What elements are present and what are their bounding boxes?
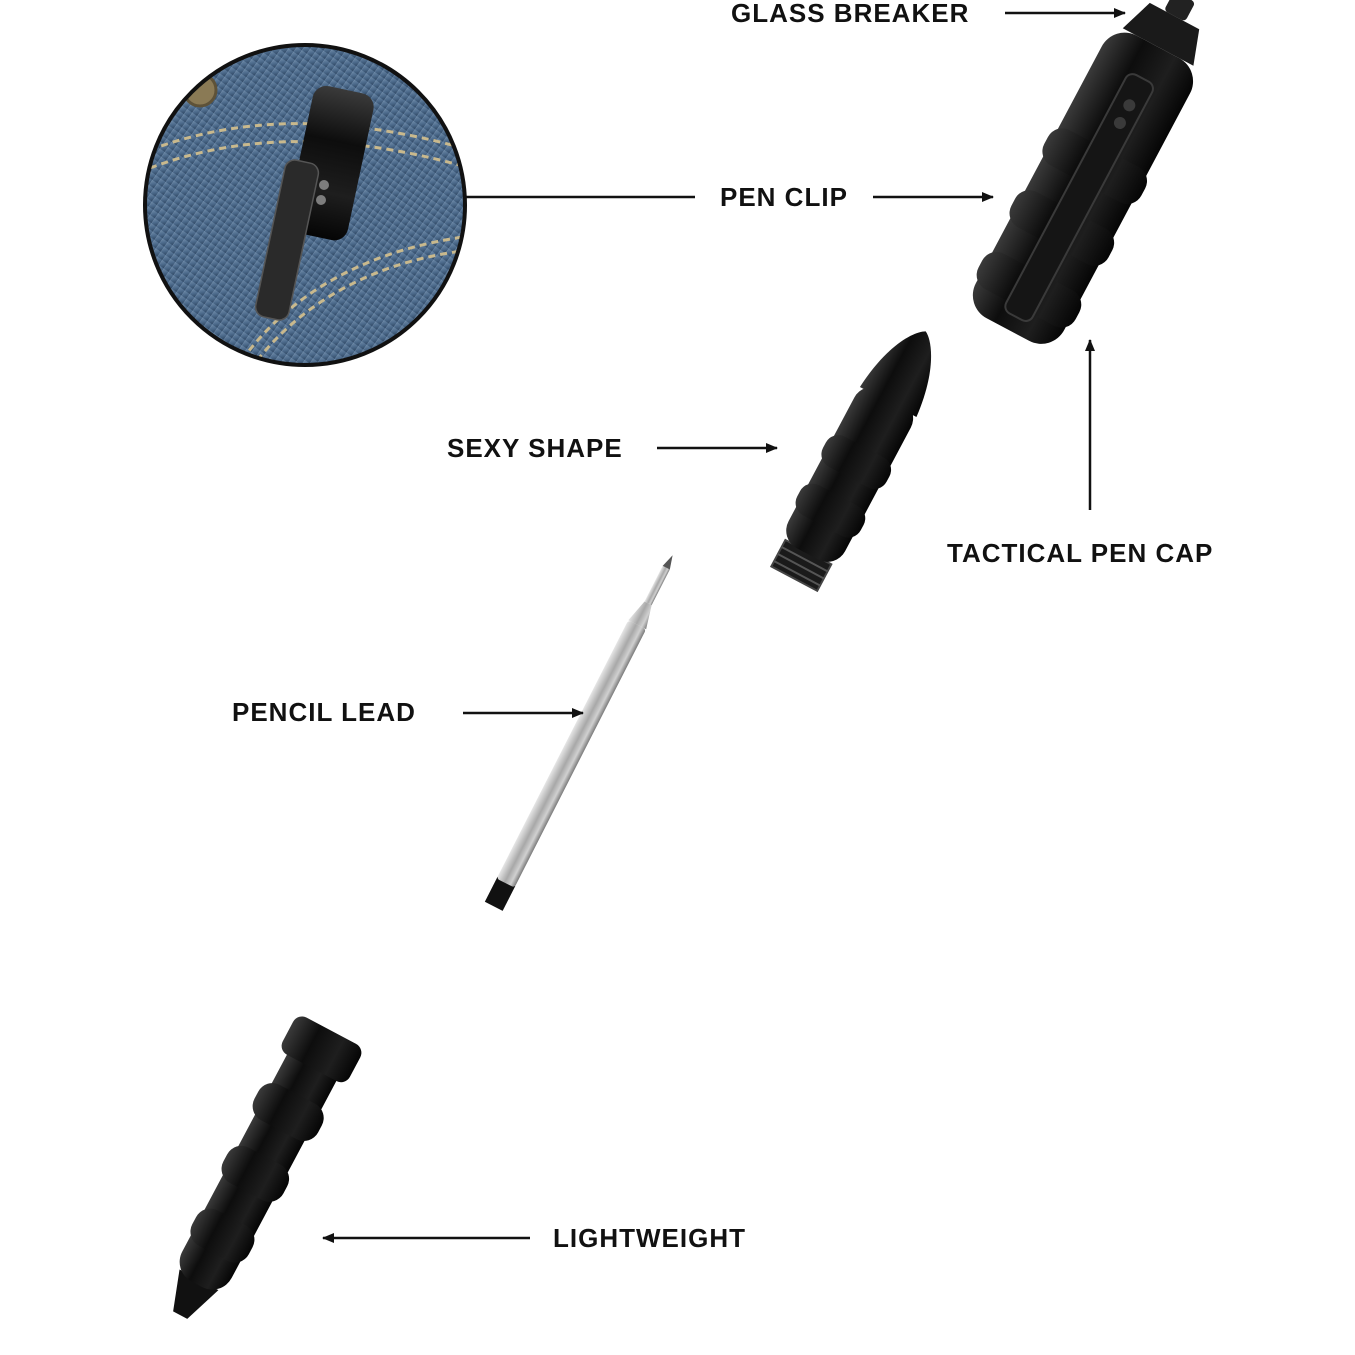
pocket-inset bbox=[143, 43, 467, 367]
refill bbox=[484, 555, 673, 911]
middle-section bbox=[769, 331, 931, 593]
label-sexy-shape: SEXY SHAPE bbox=[447, 433, 623, 463]
label-glass-breaker: GLASS BREAKER bbox=[731, 0, 970, 28]
pen-cap bbox=[972, 0, 1200, 344]
label-pencil-lead: PENCIL LEAD bbox=[232, 697, 416, 727]
lower-grip-section bbox=[173, 1016, 362, 1319]
label-pen-clip: PEN CLIP bbox=[720, 182, 848, 212]
label-tactical-pen-cap: TACTICAL PEN CAP bbox=[947, 538, 1214, 568]
label-lightweight: LIGHTWEIGHT bbox=[553, 1223, 746, 1253]
